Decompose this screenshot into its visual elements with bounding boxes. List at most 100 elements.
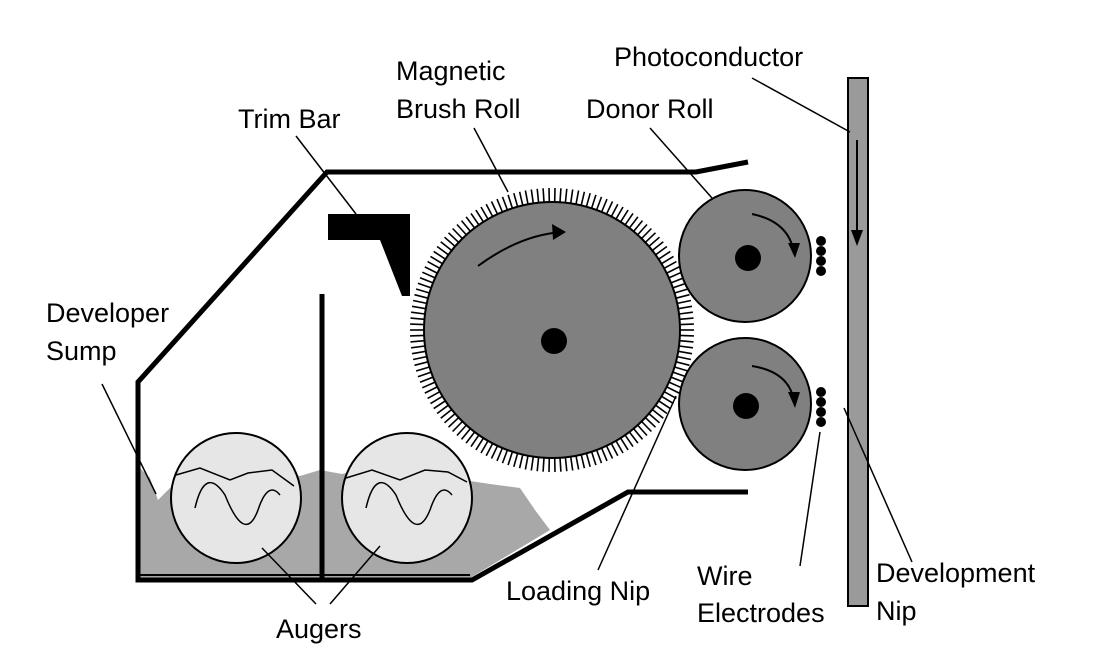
brush-bristle: [559, 188, 562, 203]
leader-photoconductor: [751, 77, 851, 133]
brush-bristle: [624, 434, 634, 448]
label-development-line2: Nip: [876, 596, 917, 626]
brush-bristle: [655, 245, 668, 256]
auger-left-waterline: [175, 467, 295, 487]
brush-bristle: [615, 206, 624, 220]
housing-outline: [135, 159, 749, 583]
label-loading-nip: Loading Nip: [506, 576, 650, 606]
brush-bristle: [419, 376, 434, 384]
brush-bristle: [663, 390, 677, 400]
brush-bristle: [424, 386, 438, 394]
brush-bristle: [490, 201, 499, 215]
brush-bristle: [530, 189, 535, 204]
brush-bristle: [414, 293, 429, 299]
brush-bristle: [610, 203, 619, 217]
auger-left-flight: [194, 482, 281, 526]
brush-bristle: [447, 232, 460, 243]
brush-bristle: [501, 196, 509, 211]
brush-bristle: [507, 194, 514, 209]
brush-bristle: [447, 417, 460, 428]
brush-bristle: [480, 206, 489, 220]
brush-bristle: [678, 305, 693, 310]
label-wire-line2: Electrodes: [697, 598, 825, 628]
brush-bristle: [674, 288, 689, 294]
donor-roll-upper-arrowhead: [788, 243, 800, 258]
brush-bristle: [424, 266, 438, 274]
leader-donor-roll: [649, 127, 713, 199]
brush-bristle: [564, 457, 568, 472]
brush-bristle: [417, 282, 432, 289]
leader-loading-nip: [597, 395, 677, 571]
brush-bristle: [658, 400, 671, 410]
brush-bristle: [672, 282, 687, 289]
brush-bristle: [670, 376, 685, 384]
brush-bristle: [661, 395, 674, 405]
brush-bristle: [410, 345, 426, 349]
brush-bristle: [410, 311, 426, 315]
brush-bristle: [675, 293, 690, 299]
brush-bristle: [475, 437, 485, 451]
brush-bristle: [679, 323, 694, 326]
brush-bristle: [410, 334, 425, 337]
brush-bristle: [678, 311, 694, 315]
brush-bristle: [524, 455, 529, 470]
brush-bristle: [658, 250, 671, 260]
brush-bristle: [663, 260, 677, 270]
brush-bristle: [641, 227, 652, 240]
brush-bristle: [644, 232, 657, 243]
brush-bristle: [410, 339, 425, 343]
label-trim-bar: Trim Bar: [238, 104, 341, 134]
brush-bristle: [641, 420, 652, 433]
brush-bristle: [415, 288, 430, 294]
brush-bristle: [411, 305, 426, 310]
brush-bristle: [443, 236, 456, 248]
brush-bristle: [542, 457, 545, 472]
brush-bristle: [637, 424, 648, 437]
brush-bristle: [513, 453, 519, 468]
auger-right: [341, 432, 473, 564]
brush-bristle: [668, 271, 683, 279]
brush-bristle: [628, 431, 639, 444]
brush-bristle: [585, 192, 591, 207]
brush-bristle: [648, 412, 661, 424]
brush-bristle: [677, 355, 692, 361]
brush-bristle: [465, 431, 476, 444]
magnetic-brush-roll-hub: [541, 328, 567, 354]
brush-bristle: [518, 454, 524, 469]
brush-bristle: [679, 334, 694, 337]
brush-bristle: [518, 191, 524, 206]
brush-bristle: [637, 223, 648, 236]
leader-augers-left: [261, 547, 317, 605]
donor-roll-lower-hub: [733, 393, 759, 419]
brush-bristle: [679, 317, 694, 321]
brush-bristle: [590, 194, 597, 209]
brush-bristle: [580, 191, 586, 206]
brush-bristle: [624, 212, 634, 226]
brush-bristle: [542, 188, 545, 203]
leader-magnetic-brush-roll: [473, 127, 509, 193]
label-photoconductor: Photoconductor: [614, 42, 803, 72]
brush-bristle: [632, 428, 644, 440]
brush-bristle: [414, 361, 429, 367]
brush-bristle: [615, 440, 624, 454]
brush-bristle: [460, 428, 472, 440]
wire-electrodes-lower: [816, 387, 826, 427]
brush-bristle: [501, 449, 509, 464]
brush-bristle: [480, 440, 489, 454]
leader-augers-right: [329, 545, 381, 605]
brush-bristle: [569, 456, 574, 471]
brush-bristle: [569, 189, 574, 204]
brush-bristle: [411, 350, 426, 355]
brush-bristle: [674, 366, 689, 372]
brush-bristle: [619, 437, 629, 451]
brush-bristle: [632, 220, 644, 232]
magnetic-brush-bristles: [410, 187, 694, 473]
label-magnetic-line2: Brush Roll: [396, 94, 521, 124]
brush-bristle: [666, 386, 680, 394]
brush-bristle: [456, 424, 467, 437]
brush-bristle: [679, 339, 694, 343]
brush-bristle: [651, 408, 664, 419]
brush-bristle: [485, 203, 494, 217]
brush-bristle: [460, 220, 472, 232]
